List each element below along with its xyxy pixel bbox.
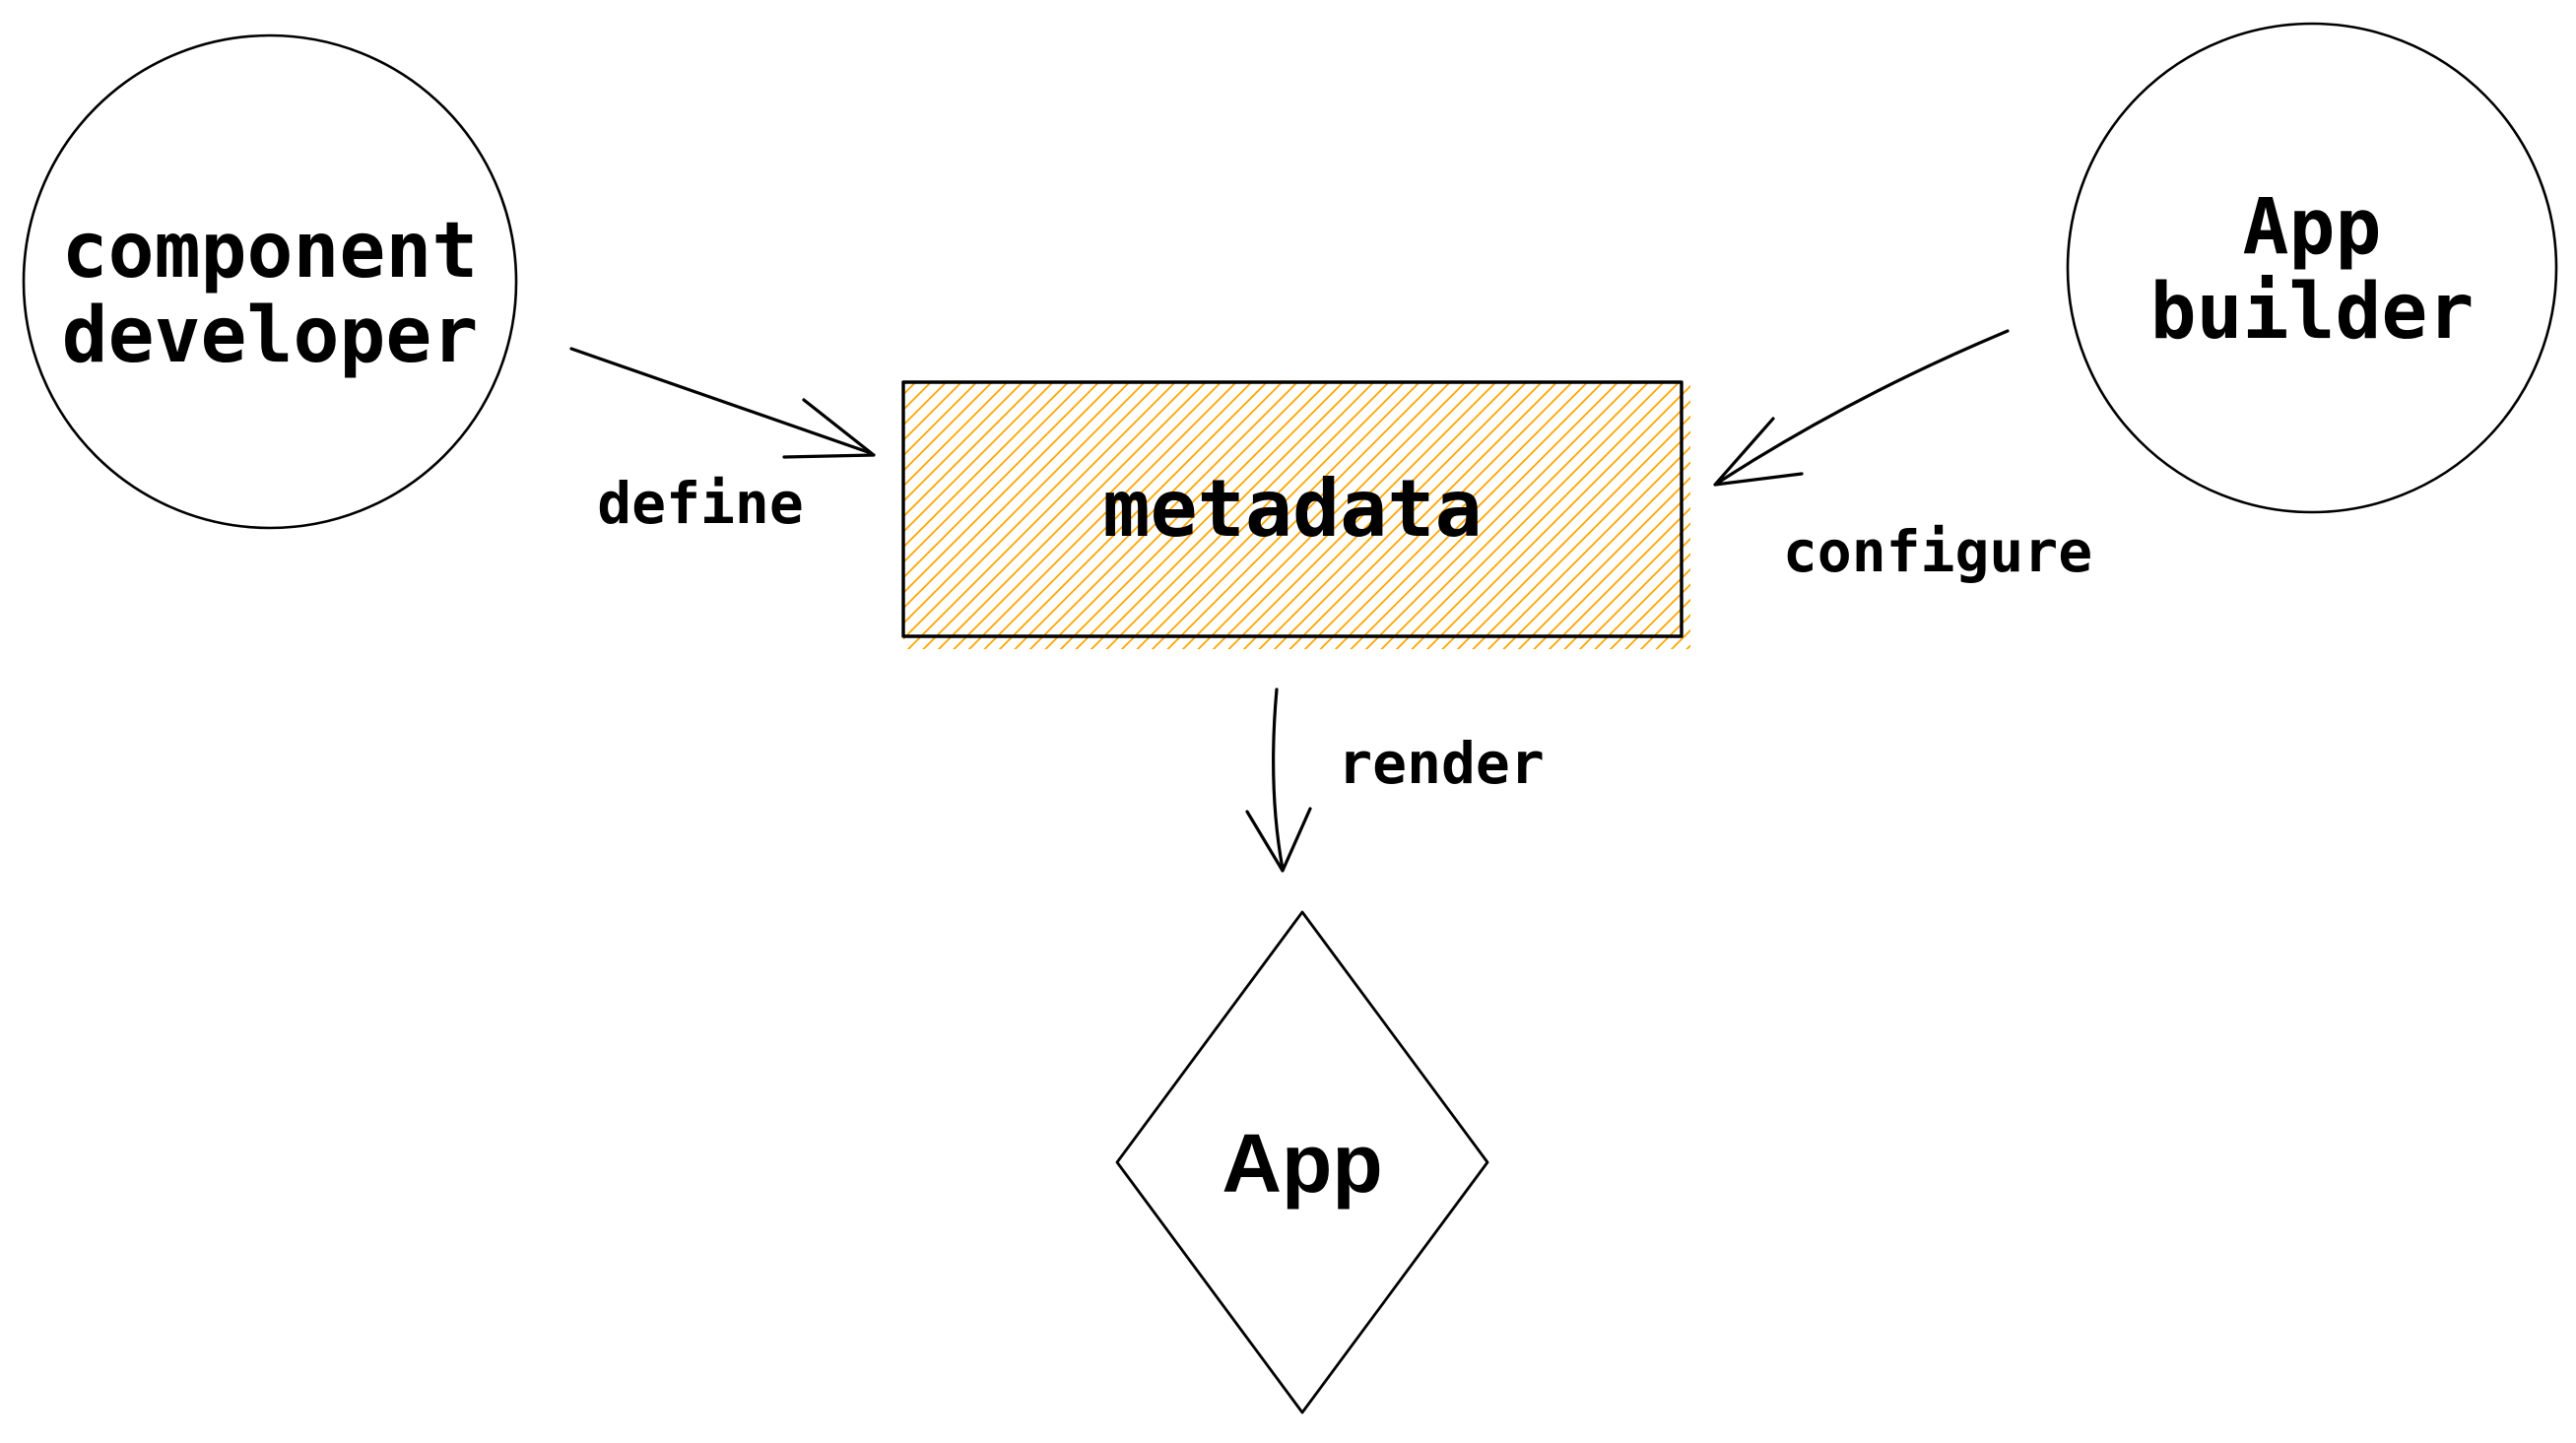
configure-label: configure: [1783, 518, 2092, 585]
define-arrowhead-icon: [782, 398, 876, 459]
component-developer-label-line2: developer: [62, 292, 479, 380]
app-builder-node: App builder: [2066, 22, 2558, 514]
component-developer-circle: [22, 33, 518, 530]
metadata-rect-border: [901, 380, 1684, 638]
metadata-hatch-fill: [903, 382, 1690, 649]
configure-arrow-line: [1716, 329, 2010, 485]
render-arrow: render: [1245, 688, 1545, 873]
metadata-node: metadata: [901, 380, 1690, 649]
define-arrow: define: [569, 347, 876, 537]
app-node: App: [1115, 910, 1489, 1414]
define-label: define: [597, 470, 804, 537]
app-builder-label-line2: builder: [2150, 268, 2475, 357]
render-arrow-line: [1272, 688, 1285, 871]
app-builder-label-line1: App: [2243, 183, 2382, 272]
configure-arrowhead-icon: [1713, 417, 1804, 487]
configure-arrow: configure: [1713, 329, 2092, 585]
render-label: render: [1338, 730, 1545, 797]
component-developer-label-line1: component: [62, 207, 479, 295]
app-label: App: [1222, 1117, 1382, 1210]
app-builder-circle: [2066, 22, 2558, 514]
metadata-label: metadata: [1102, 463, 1482, 555]
app-diamond: [1115, 910, 1489, 1414]
component-developer-node: component developer: [22, 33, 518, 530]
define-arrow-line: [569, 347, 873, 455]
render-arrowhead-icon: [1245, 807, 1312, 873]
